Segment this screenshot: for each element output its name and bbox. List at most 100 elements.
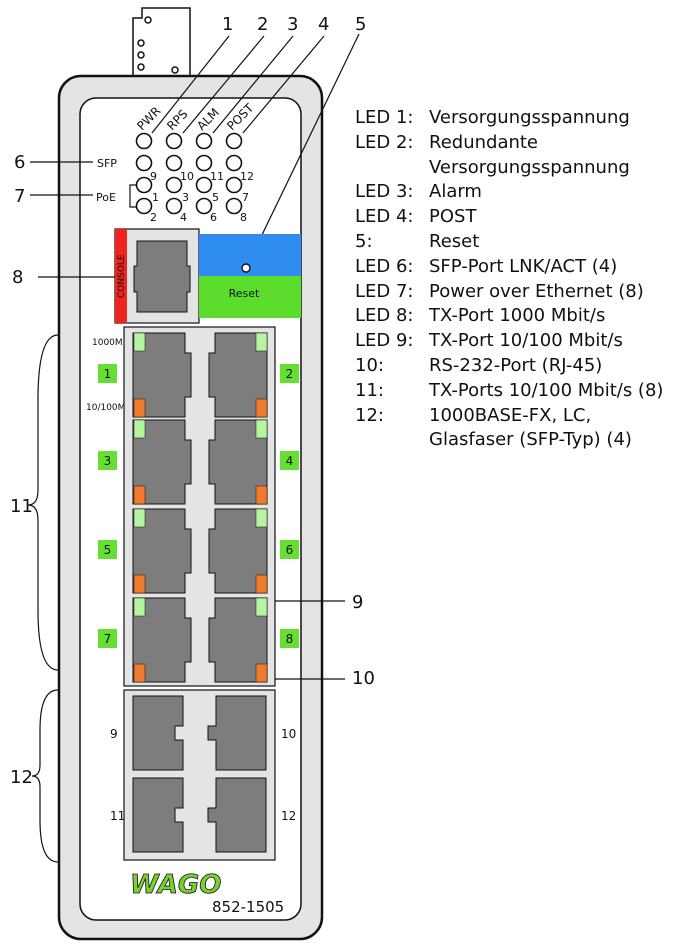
speed-label-1000m: 1000M: [92, 338, 123, 348]
legend-key: 10:: [355, 354, 384, 376]
status-led: [225, 154, 243, 172]
rj45-console-socket: [133, 240, 191, 313]
sfp-port: [132, 695, 184, 771]
led-10-100m: [255, 398, 268, 418]
led-number: 8: [240, 211, 247, 224]
console-label: CONSOLE: [117, 254, 127, 298]
led-1000m: [255, 508, 268, 528]
legend-text: Power over Ethernet (8): [429, 280, 644, 302]
led-number: 2: [150, 211, 157, 224]
legend-row: LED 7: Power over Ethernet (8): [355, 280, 663, 305]
port-number-right: 8: [280, 629, 299, 648]
status-led: [195, 132, 213, 150]
callout-8: 8: [12, 267, 23, 288]
status-led: [165, 132, 183, 150]
rj45-port: [208, 332, 268, 418]
led-1000m: [133, 597, 146, 617]
legend-row: LED 9:TX-Port 10/100 Mbit/s: [355, 329, 663, 354]
led-1000m: [255, 332, 268, 352]
sfp-port-number: 9: [110, 727, 118, 741]
status-led: [165, 197, 183, 215]
legend-text: TX-Port 1000 Mbit/s: [429, 305, 606, 327]
rj45-port: [208, 508, 268, 594]
callout-9: 9: [352, 592, 363, 613]
led-10-100m: [133, 398, 146, 418]
reset-button[interactable]: Reset: [199, 234, 301, 318]
legend-text: Versorgungsspannung: [429, 156, 630, 178]
legend-row: LED 1:Versorgungsspannung: [355, 106, 663, 131]
svg-text:5: 5: [104, 543, 112, 557]
svg-text:1: 1: [104, 367, 112, 381]
port-number-left: 7: [98, 629, 117, 648]
rj45-port: [132, 597, 192, 683]
svg-text:8: 8: [286, 632, 294, 646]
legend-text: Redundante: [429, 131, 539, 153]
callout-10: 10: [352, 668, 375, 689]
legend-key: LED 8:: [355, 305, 414, 327]
rj45-port: [132, 419, 192, 505]
rj45-port: [208, 597, 268, 683]
legend-key: LED 4:: [355, 206, 414, 228]
sfp-port: [132, 777, 184, 853]
led-number: 1: [152, 191, 159, 204]
led-10-100m: [255, 663, 268, 683]
poe-bracket: [129, 184, 136, 208]
console-stripe: [115, 229, 127, 323]
legend-key: 11:: [355, 379, 384, 401]
legend-key: LED 1:: [355, 107, 414, 128]
led-10-100m: [133, 574, 146, 594]
led-number: 4: [180, 211, 187, 224]
led-number: 6: [210, 211, 217, 224]
legend-text: 1000BASE-FX, LC,: [429, 404, 592, 426]
callout-11: 11: [10, 496, 33, 517]
legend-key: LED 2:: [355, 131, 414, 153]
led-10-100m: [133, 485, 146, 505]
legend-row: LED 2: Redundante: [355, 131, 663, 156]
callout-lines: [27, 33, 360, 863]
legend-key: LED 7:: [355, 280, 414, 302]
led-number: 3: [182, 191, 189, 204]
status-led: [225, 132, 243, 150]
svg-text:4: 4: [286, 454, 294, 468]
legend-row: 5:Reset: [355, 230, 663, 255]
legend-key: 12:: [355, 404, 384, 426]
legend-text: TX-Ports 10/100 Mbit/s (8): [429, 379, 664, 401]
legend-text: Reset: [429, 230, 480, 252]
port-number-right: 4: [280, 451, 299, 470]
rj45-port: [132, 332, 192, 418]
legend-row: 11: TX-Ports 10/100 Mbit/s (8): [355, 379, 663, 404]
status-led: [225, 197, 243, 215]
callout-7: 7: [14, 186, 25, 207]
status-led: [135, 154, 153, 172]
status-led: [135, 132, 153, 150]
sfp-port-number: 10: [281, 727, 296, 741]
legend-row: 12: 1000BASE-FX, LC,: [355, 404, 663, 429]
rj45-port: [208, 419, 268, 505]
svg-text:7: 7: [104, 632, 112, 646]
callout-2: 2: [257, 14, 268, 35]
svg-text:2: 2: [286, 367, 294, 381]
callout-12: 12: [10, 767, 33, 788]
legend-text: Alarm: [429, 181, 482, 203]
led-10-100m: [255, 574, 268, 594]
led-indicator-block: [135, 132, 243, 215]
legend-key: [355, 156, 429, 181]
led-number: 9: [150, 170, 157, 183]
sfp-ports: [132, 695, 267, 853]
led-number: 10: [180, 170, 194, 183]
sfp-port: [207, 777, 267, 853]
legend-text: POST: [429, 206, 477, 228]
sfp-port-number: 12: [281, 809, 296, 823]
led-10-100m: [133, 663, 146, 683]
wago-logo: WAGO: [130, 870, 221, 900]
legend-text: Glasfaser (SFP-Typ) (4): [429, 429, 632, 451]
port-number-right: 6: [280, 540, 299, 559]
port-number-left: 1: [98, 364, 117, 383]
led-1000m: [255, 597, 268, 617]
callout-5: 5: [355, 14, 366, 35]
svg-text:3: 3: [104, 454, 112, 468]
